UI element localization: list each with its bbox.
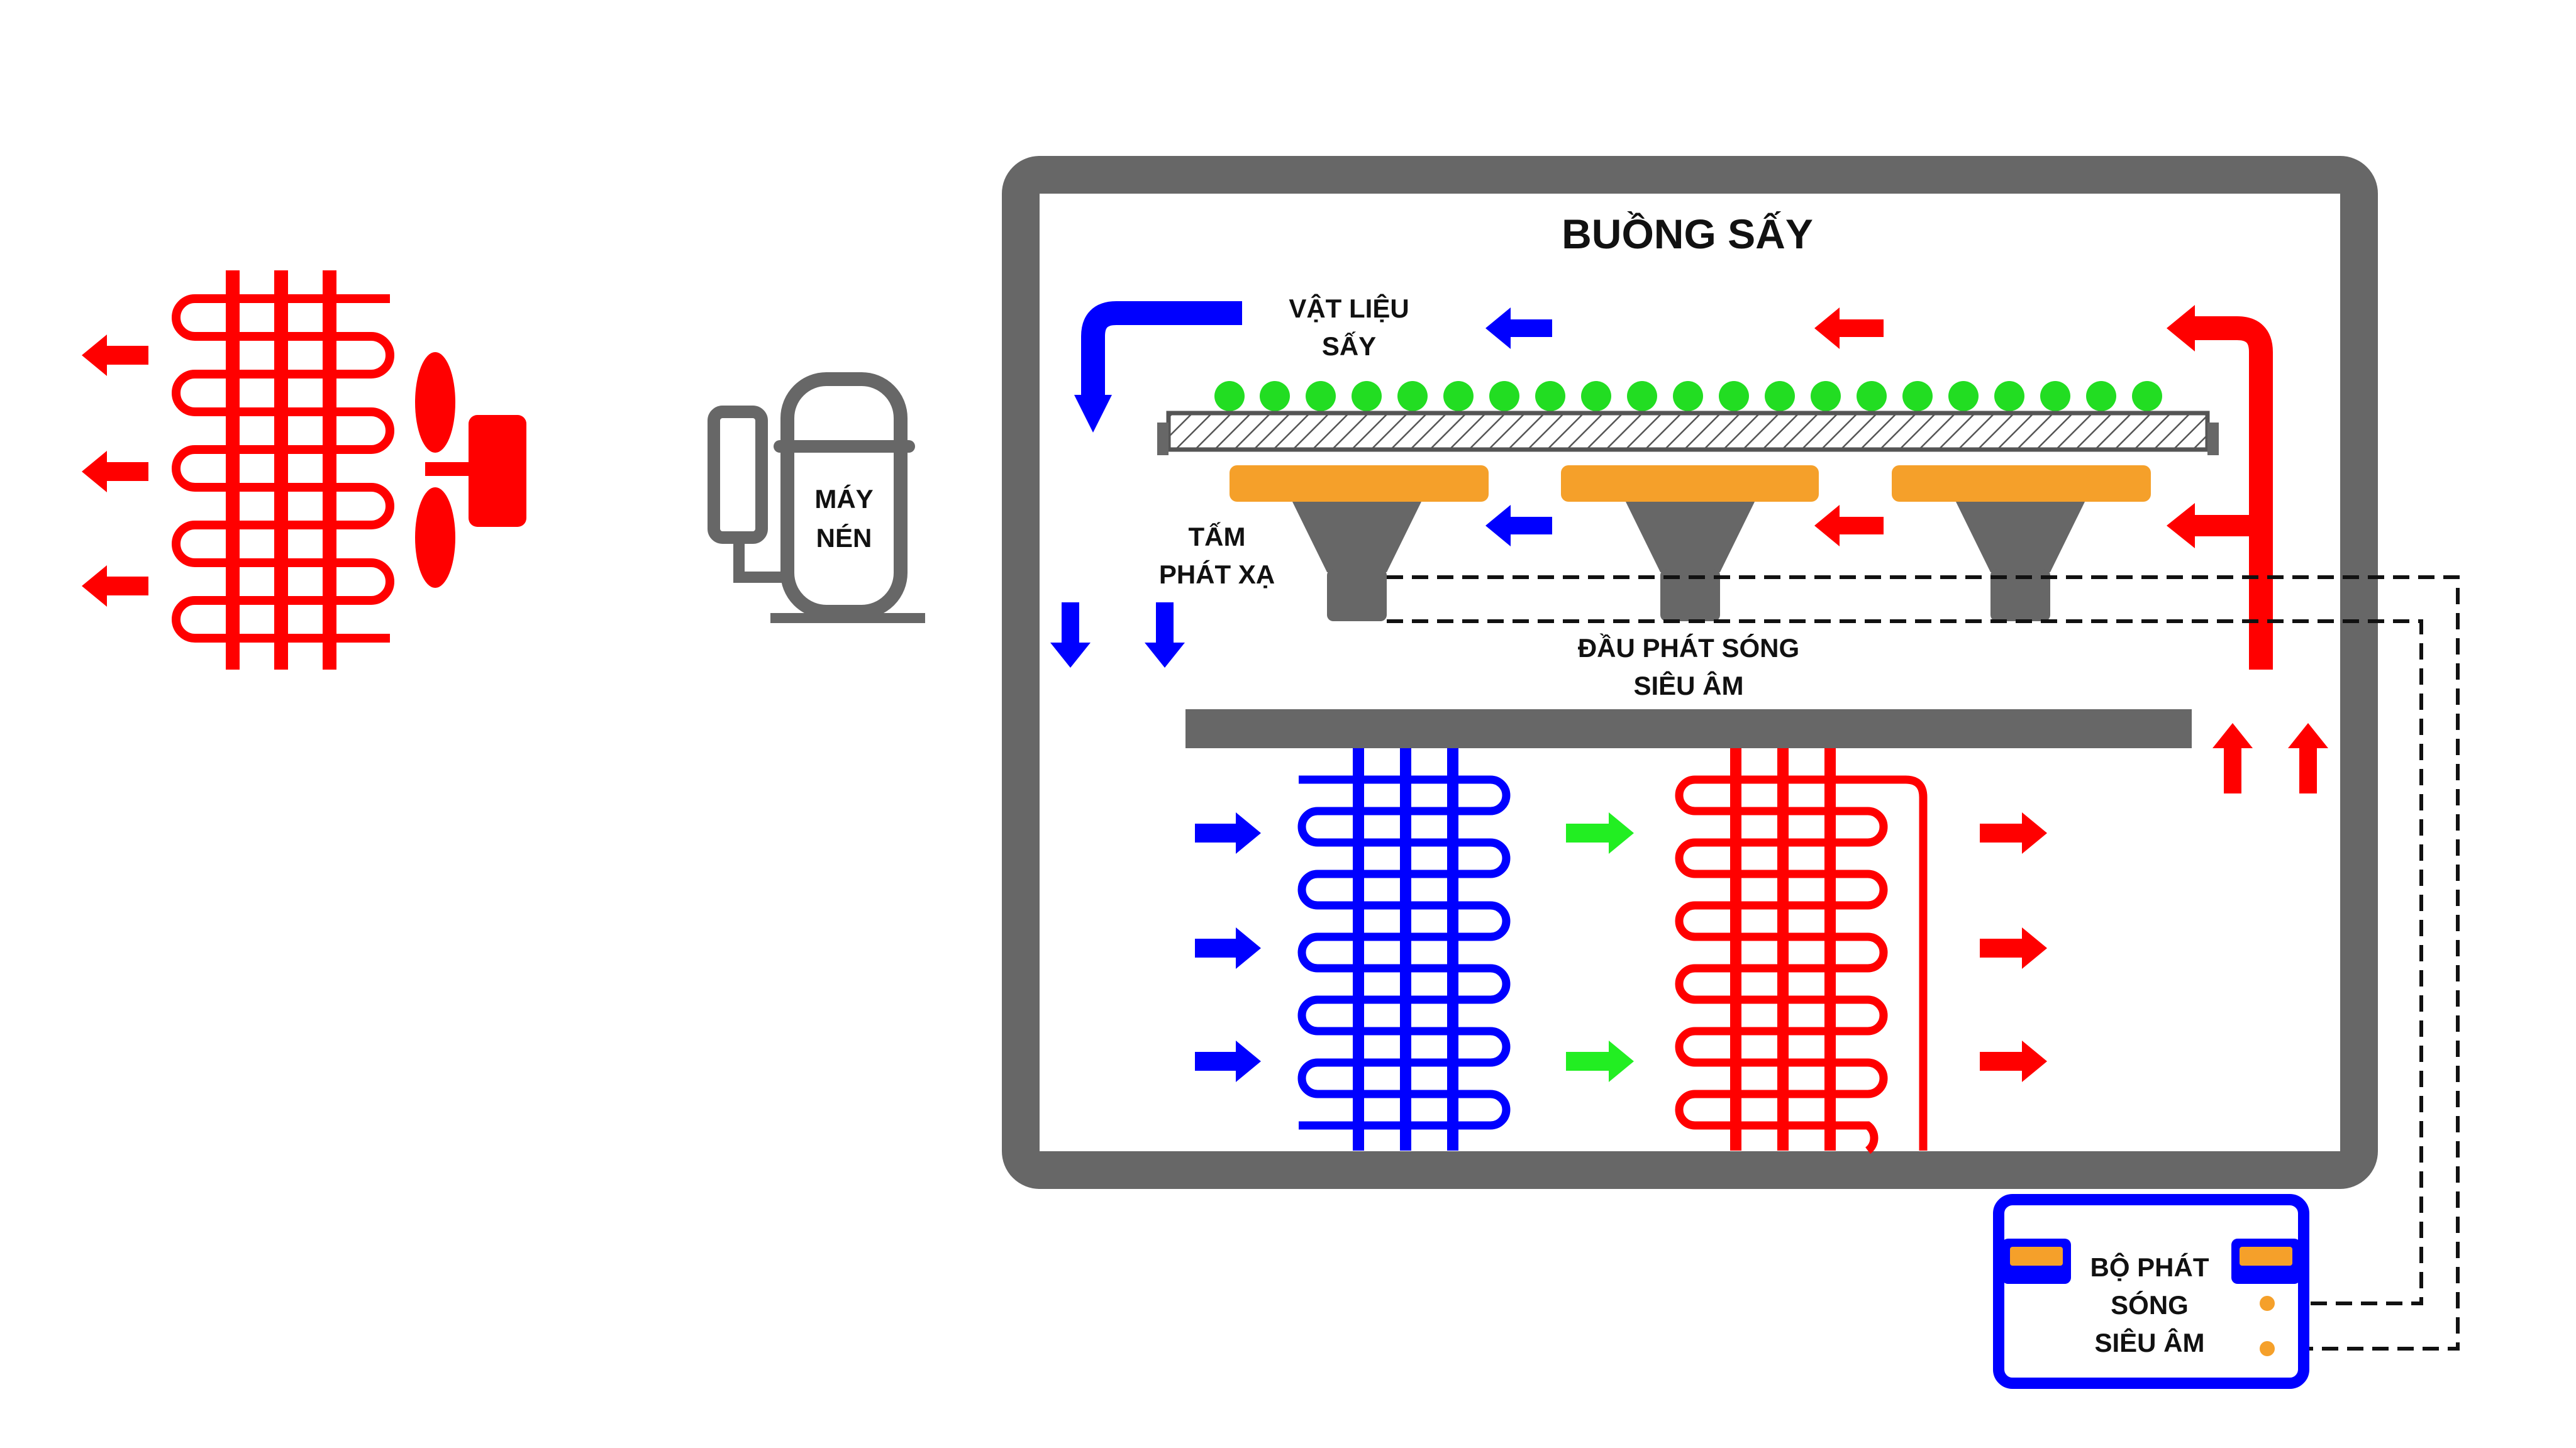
generator-label-line3: SIÊU ÂM xyxy=(2094,1327,2204,1357)
compressor-icon: MÁY NÉN xyxy=(708,372,925,623)
material-ball xyxy=(1489,381,1519,411)
evaporator-coil-icon xyxy=(1297,748,1511,1151)
material-ball xyxy=(2132,381,2162,411)
generator-label-line1: BỘ PHÁT xyxy=(2090,1252,2209,1282)
drying-tray xyxy=(1157,411,2219,455)
signal-cable xyxy=(1387,575,2460,1351)
compressor-label-line2: NÉN xyxy=(816,523,872,553)
cold-air-flow xyxy=(1050,301,1552,668)
material-ball xyxy=(1673,381,1703,411)
radiator-plate xyxy=(1230,465,1489,502)
arrow-up-icon xyxy=(2288,723,2328,793)
material-ball xyxy=(1306,381,1336,411)
generator-terminal xyxy=(2260,1296,2275,1311)
arrow-up-icon xyxy=(2212,723,2253,793)
arrow-right-icon xyxy=(1566,812,1634,854)
ultrasonic-horn-icon xyxy=(1292,502,1421,621)
ultrasonic-generator: BỘ PHÁT SÓNG SIÊU ÂM xyxy=(1993,1194,2309,1389)
generator-terminal xyxy=(2260,1341,2275,1356)
arrow-down-icon xyxy=(1145,602,1185,668)
radiator-label-line1: TẤM xyxy=(1189,522,1246,551)
material-ball xyxy=(1260,381,1290,411)
arrow-down-icon xyxy=(1050,602,1091,668)
material-ball xyxy=(1443,381,1474,411)
chamber-title: BUỒNG SẤY xyxy=(1562,211,1813,257)
condenser-coil-icon xyxy=(172,270,394,670)
arrow-right-icon xyxy=(1980,927,2047,969)
drying-material xyxy=(1214,381,2162,411)
hot-air-flow xyxy=(1814,305,2328,793)
material-ball xyxy=(1535,381,1565,411)
material-ball xyxy=(1765,381,1795,411)
material-ball xyxy=(1948,381,1979,411)
transducer-label-line2: SIÊU ÂM xyxy=(1633,670,1743,700)
generator-label-line2: SÓNG xyxy=(2111,1290,2189,1320)
radiator-plate xyxy=(1892,465,2151,502)
material-ball xyxy=(1627,381,1657,411)
ultrasonic-horn-icon xyxy=(1626,502,1755,621)
ultrasonic-transducers xyxy=(1292,502,2085,621)
arrow-left-icon xyxy=(1814,505,1884,546)
material-ball xyxy=(2086,381,2116,411)
chamber-partition xyxy=(1185,709,2192,748)
arrow-right-icon xyxy=(1195,927,1261,969)
material-ball xyxy=(1811,381,1841,411)
material-ball xyxy=(1994,381,2024,411)
material-ball xyxy=(1397,381,1428,411)
lower-airflow-arrows xyxy=(1195,812,2047,1082)
arrow-left-icon xyxy=(1485,505,1552,546)
drying-chamber: BUỒNG SẤY VẬT LIỆU SẤY xyxy=(1002,156,2378,1189)
fan-icon xyxy=(415,352,526,588)
signal-cable xyxy=(1387,619,2423,1305)
bent-arrow-icon xyxy=(2167,305,2195,351)
ultrasonic-horn-icon xyxy=(1956,502,2085,621)
arrow-left-icon xyxy=(82,334,148,376)
material-ball xyxy=(1719,381,1749,411)
material-ball xyxy=(1902,381,1933,411)
external-condenser xyxy=(82,270,526,670)
material-ball xyxy=(1214,381,1245,411)
radiator-plate xyxy=(1561,465,1819,502)
arrow-left-icon xyxy=(1814,307,1884,349)
heating-coil-icon xyxy=(1675,748,1928,1154)
arrow-left-icon xyxy=(1485,307,1552,349)
material-ball xyxy=(1581,381,1611,411)
arrow-right-icon xyxy=(1980,812,2047,854)
bent-arrow-icon xyxy=(1081,301,1242,396)
material-ball xyxy=(1857,381,1887,411)
arrow-left-icon xyxy=(82,451,148,492)
material-label-line2: SẤY xyxy=(1322,331,1376,361)
transducer-label-line1: ĐẦU PHÁT SÓNG xyxy=(1578,633,1799,663)
material-ball xyxy=(1352,381,1382,411)
arrow-left-icon xyxy=(2167,503,2195,548)
radiator-label-line2: PHÁT XẠ xyxy=(1159,560,1275,589)
arrow-right-icon xyxy=(1195,1041,1261,1082)
arrow-left-icon xyxy=(82,565,148,607)
arrow-right-icon xyxy=(1195,812,1261,854)
condenser-airflow-arrows xyxy=(82,334,148,607)
material-label-line1: VẬT LIỆU xyxy=(1289,293,1409,323)
arrow-right-icon xyxy=(1566,1041,1634,1082)
radiator-plates xyxy=(1230,465,2151,502)
arrow-right-icon xyxy=(1980,1041,2047,1082)
ultrasonic-signal-cables xyxy=(1387,575,2460,1351)
material-ball xyxy=(2040,381,2070,411)
compressor-label-line1: MÁY xyxy=(814,484,873,514)
